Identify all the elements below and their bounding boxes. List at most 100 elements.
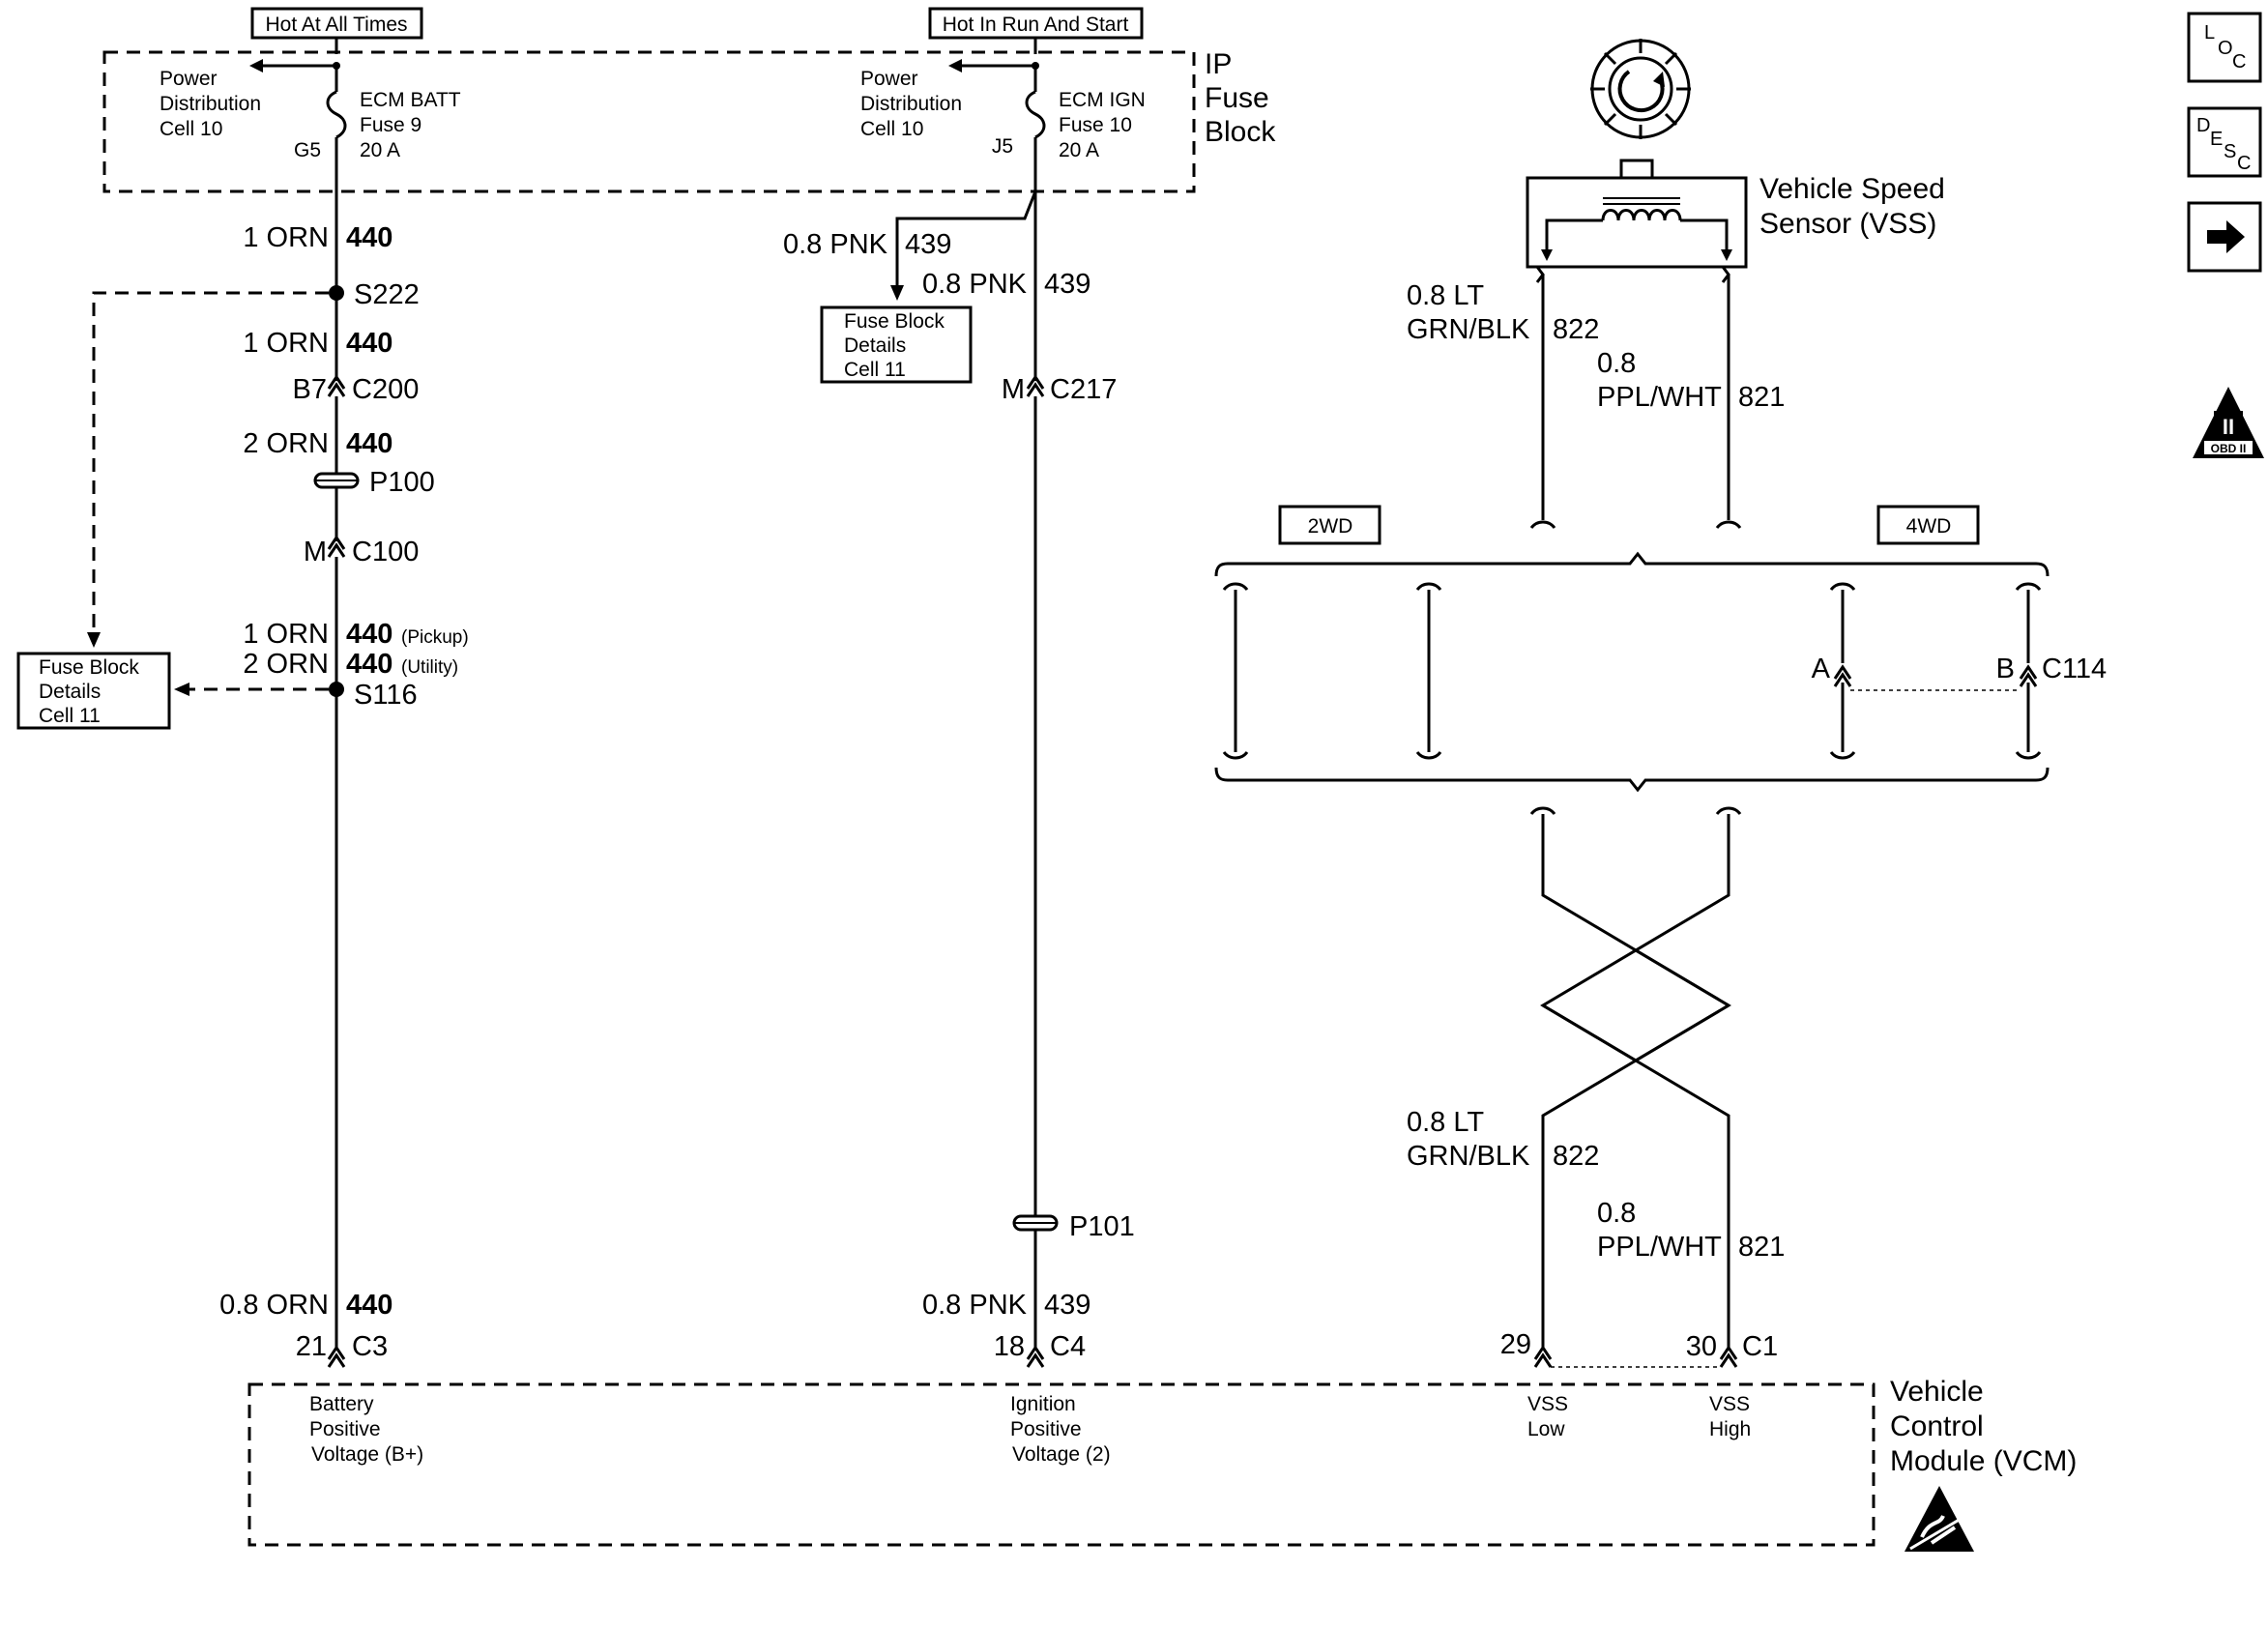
connector-pin: 29 — [1500, 1329, 1531, 1360]
pd-right-1: Power — [860, 68, 918, 90]
vcm-term-batt-1: Battery — [309, 1393, 374, 1415]
connector-label: C1 — [1742, 1331, 1778, 1362]
connector-pin: M — [304, 537, 327, 567]
hot-in-run-label: Hot In Run And Start — [943, 14, 1129, 36]
fuse-block-details-box — [16, 652, 171, 730]
wire-note: (Utility) — [401, 657, 458, 678]
wire-circuit: 821 — [1738, 1232, 1785, 1263]
desc-button[interactable]: D E S C — [2187, 106, 2262, 178]
hot-at-all-times-box: Hot At All Times — [250, 7, 423, 40]
wire-gauge: 1 ORN — [243, 619, 329, 650]
vcm-title-3: Module (VCM) — [1890, 1445, 2077, 1477]
pd-left-3: Cell 10 — [160, 118, 222, 140]
fuse-details-2: Details — [844, 334, 906, 357]
arrow-left-icon — [174, 683, 189, 696]
wire-color: PPL/WHT — [1597, 1232, 1722, 1263]
rotating-wheel-icon — [1590, 39, 1691, 139]
fuse-details-1: Fuse Block — [844, 310, 945, 333]
connector-label: C217 — [1050, 374, 1117, 405]
esd-warning-icon — [1905, 1486, 1974, 1552]
wire-gauge: 1 ORN — [243, 222, 329, 253]
wire-circuit: 440 — [346, 1290, 393, 1321]
loc-letter-c: C — [2232, 51, 2246, 73]
vcm-title-1: Vehicle — [1890, 1376, 1984, 1408]
desc-letter-s: S — [2224, 141, 2236, 162]
next-page-button[interactable] — [2187, 201, 2262, 273]
wire-circuit: 440 — [346, 222, 393, 253]
fuse-right-rating: 20 A — [1059, 139, 1099, 161]
connector-icon — [1533, 1345, 1553, 1368]
vcm-term-vss-high-2: High — [1709, 1418, 1751, 1440]
fuse-block-title-1: IP — [1205, 48, 1232, 80]
connector-icon — [1026, 374, 1045, 397]
wire-gauge: 0.8 — [1597, 1198, 1636, 1229]
pd-right-3: Cell 10 — [860, 118, 923, 140]
fuse-block-title-2: Fuse — [1205, 82, 1269, 114]
obd-sub: OBD II — [2211, 442, 2247, 455]
connector-icon — [327, 535, 346, 558]
wire-gauge: 0.8 ORN — [219, 1290, 329, 1321]
wire-gauge: 0.8 PNK — [922, 269, 1028, 300]
vcm-term-vss-low-2: Low — [1527, 1418, 1565, 1440]
wire-circuit: 440 — [346, 428, 393, 459]
vcm-term-ign-2: Positive — [1010, 1418, 1082, 1440]
ip-fuse-block-outline — [102, 50, 1196, 193]
wire-gauge: 0.8 PNK — [922, 1290, 1028, 1321]
hot-at-all-times-label: Hot At All Times — [265, 14, 407, 36]
connector-icon — [1026, 1345, 1045, 1368]
connector-label: C114 — [2042, 654, 2107, 684]
fuse-left-terminal: G5 — [294, 139, 321, 161]
sensor-name-2: Sensor (VSS) — [1759, 208, 1936, 240]
wire-circuit: 822 — [1553, 314, 1599, 345]
connector-icon — [327, 1345, 346, 1368]
wire-gauge: 1 ORN — [243, 328, 329, 359]
vss-circuit: Vehicle Speed Sensor (VSS) 0.8 LT GRN/BL… — [1214, 39, 2107, 1368]
arrow-down-icon — [87, 632, 101, 648]
connector-label: C100 — [352, 537, 419, 567]
vcm-module-outline — [247, 1382, 1875, 1547]
connector-pin: A — [1812, 654, 1831, 684]
wire-circuit: 822 — [1553, 1141, 1599, 1172]
wire-circuit: 440 — [346, 619, 393, 650]
loc-letter-o: O — [2218, 38, 2233, 59]
wire-circuit: 439 — [1044, 1290, 1090, 1321]
wire-circuit: 440 — [346, 649, 393, 680]
fuse-block-title-3: Block — [1205, 116, 1276, 148]
fuse-icon — [326, 90, 347, 139]
wire-gauge: 0.8 PNK — [783, 229, 888, 260]
arrow-left-icon — [948, 59, 962, 73]
vcm-term-ign-3: Voltage (2) — [1012, 1443, 1111, 1466]
arrow-down-icon — [890, 285, 904, 301]
arrow-left-icon — [249, 59, 263, 73]
wire-circuit: 439 — [1044, 269, 1090, 300]
wire-color: GRN/BLK — [1407, 1141, 1530, 1172]
fuse-details-2: Details — [39, 681, 101, 703]
vcm-term-vss-low-1: VSS — [1527, 1393, 1568, 1415]
vcm-term-vss-high-1: VSS — [1709, 1393, 1750, 1415]
fuse-left-name: ECM BATT — [360, 89, 461, 111]
connector-label: C3 — [352, 1331, 388, 1362]
connector-icon — [327, 374, 346, 397]
fuse-right-terminal: J5 — [992, 135, 1013, 158]
pd-left-1: Power — [160, 68, 218, 90]
splice-label: S116 — [354, 680, 418, 711]
coil-icon — [1601, 209, 1682, 221]
wire-circuit: 439 — [905, 229, 951, 260]
loc-letter-l: L — [2204, 22, 2215, 44]
fuse-icon — [1025, 90, 1046, 139]
grommet-label: P100 — [369, 467, 435, 498]
loc-button[interactable]: L O C — [2187, 12, 2262, 83]
connector-pin: 21 — [296, 1331, 327, 1362]
option-2wd-badge — [1278, 505, 1381, 545]
fuse-left-rating: 20 A — [360, 139, 400, 161]
vcm-term-batt-3: Voltage (B+) — [311, 1443, 423, 1466]
fuse-block-details-box — [820, 305, 973, 384]
connector-pin: M — [1002, 374, 1025, 405]
fuse-details-1: Fuse Block — [39, 656, 139, 679]
desc-letter-d: D — [2196, 115, 2210, 136]
connector-pin: B7 — [293, 374, 327, 405]
desc-letter-e: E — [2210, 129, 2223, 150]
connector-pin: 18 — [994, 1331, 1025, 1362]
wire-note: (Pickup) — [401, 627, 469, 648]
